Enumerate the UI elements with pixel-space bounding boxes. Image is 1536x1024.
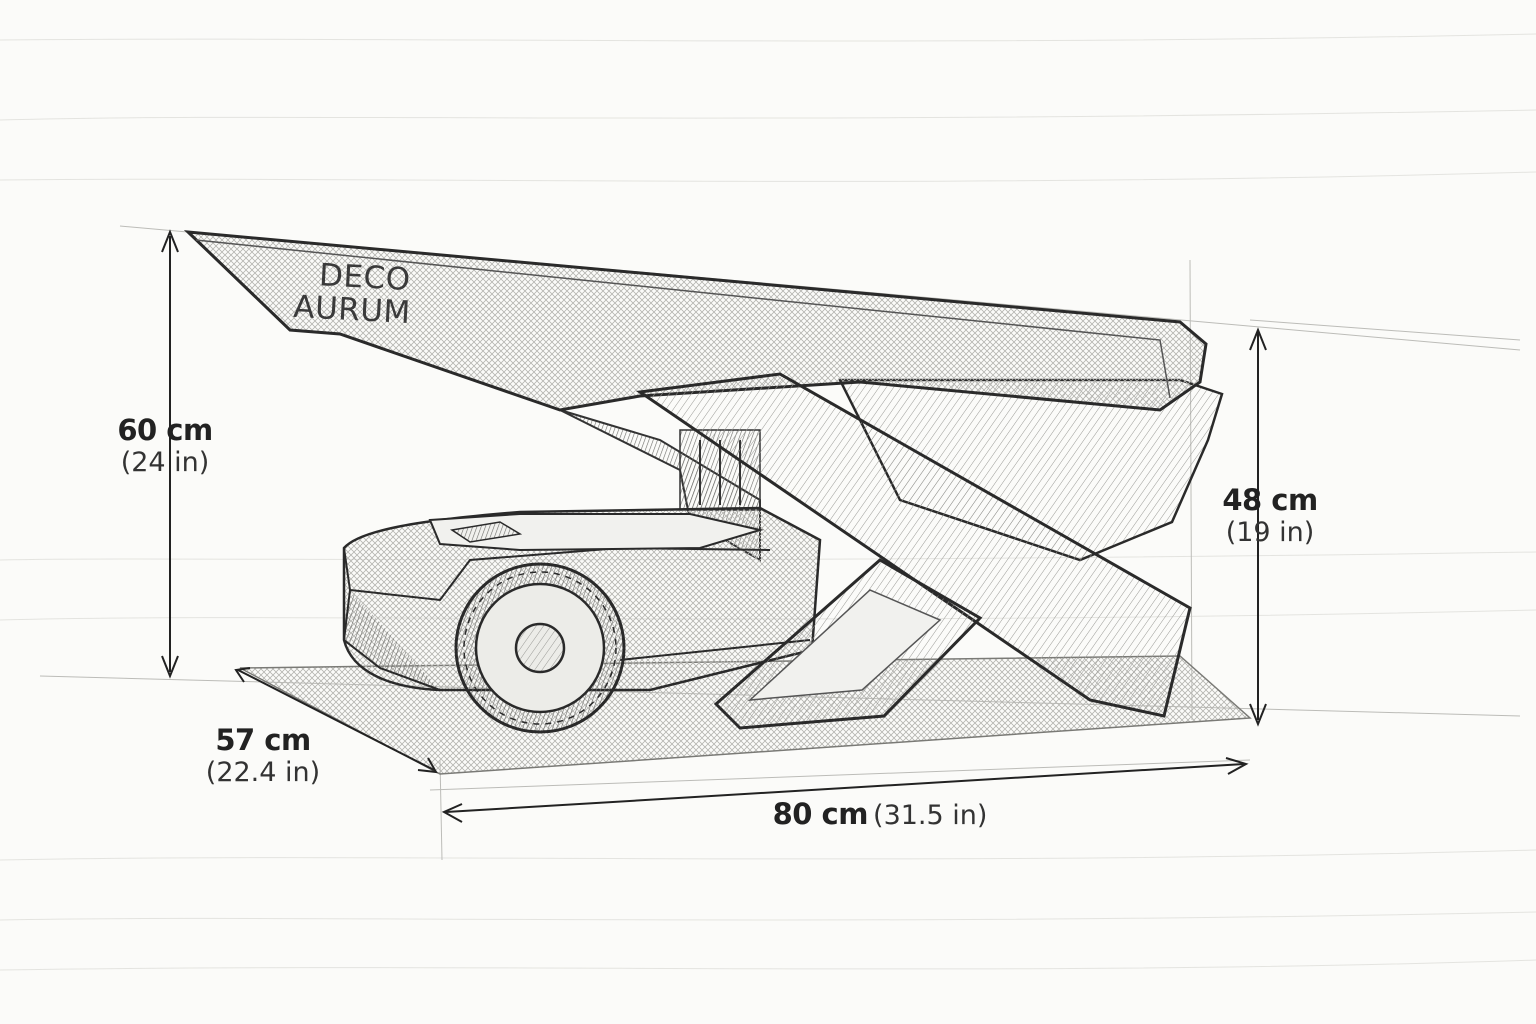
dimension-garage-height: 48 cm (19 in) bbox=[1200, 483, 1340, 549]
dimension-depth: 57 cm (22.4 in) bbox=[188, 723, 338, 789]
width-imperial: (31.5 in) bbox=[873, 800, 988, 831]
overall-height-metric: 60 cm bbox=[117, 413, 213, 447]
dimension-overall-height: 60 cm (24 in) bbox=[100, 413, 230, 479]
width-metric: 80 cm bbox=[772, 797, 869, 831]
garage-height-metric: 48 cm bbox=[1222, 483, 1318, 517]
dimension-lines bbox=[161, 229, 1267, 823]
dimension-width: 80 cm (31.5 in) bbox=[740, 797, 1020, 831]
wheel bbox=[454, 562, 626, 734]
x-support bbox=[635, 372, 1192, 730]
brand-line-2: AURUM bbox=[292, 288, 412, 331]
overall-height-imperial: (24 in) bbox=[120, 447, 210, 479]
brand-logo: DECO AURUM bbox=[292, 257, 414, 331]
depth-metric: 57 cm bbox=[215, 723, 311, 757]
garage-height-imperial: (19 in) bbox=[1225, 517, 1315, 549]
canopy-roof bbox=[183, 230, 1208, 412]
depth-imperial: (22.4 in) bbox=[205, 757, 321, 789]
